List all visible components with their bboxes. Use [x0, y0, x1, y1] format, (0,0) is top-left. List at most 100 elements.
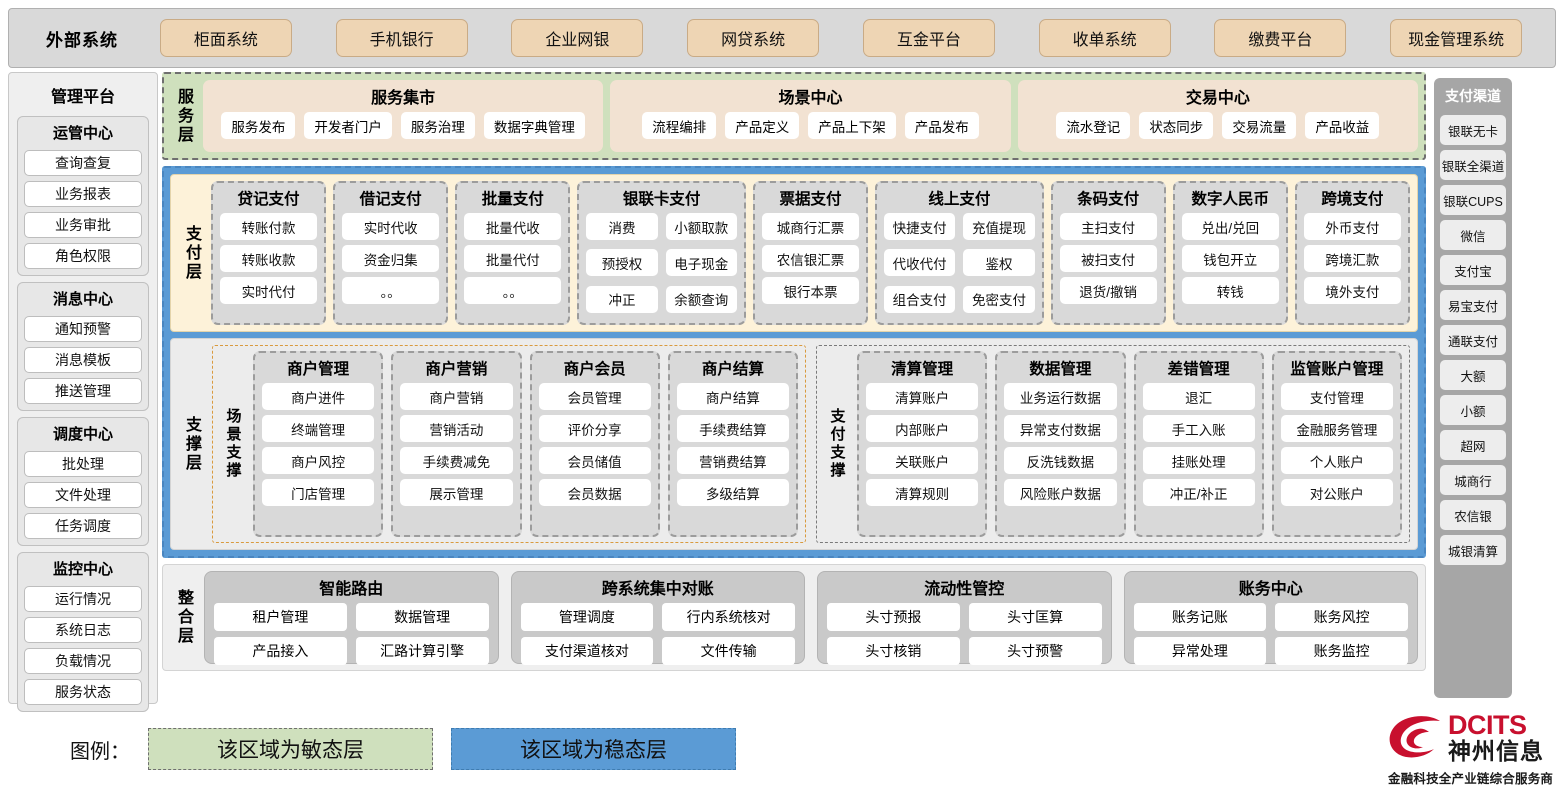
payment-channel-item[interactable]: 城商行: [1440, 465, 1506, 495]
payment-channel-item[interactable]: 通联支付: [1440, 325, 1506, 355]
integration-item[interactable]: 账务监控: [1275, 637, 1408, 665]
payment-item[interactable]: 外币支付: [1303, 213, 1401, 240]
external-system-chip[interactable]: 互金平台: [862, 19, 995, 57]
support-item[interactable]: 关联账户: [866, 447, 979, 474]
integration-item[interactable]: 汇路计算引擎: [355, 637, 489, 665]
integration-item[interactable]: 账务风控: [1275, 603, 1408, 631]
external-system-chip[interactable]: 缴费平台: [1214, 19, 1347, 57]
payment-channel-item[interactable]: 大额: [1440, 360, 1506, 390]
payment-item[interactable]: 兑出/兑回: [1181, 213, 1279, 240]
integration-item[interactable]: 行内系统核对: [662, 603, 795, 631]
payment-item[interactable]: 实时代收: [342, 213, 440, 240]
payment-item[interactable]: 组合支付: [884, 285, 956, 313]
service-item[interactable]: 产品上下架: [808, 112, 896, 139]
payment-item[interactable]: 主扫支付: [1059, 213, 1157, 240]
management-item[interactable]: 任务调度: [24, 513, 142, 539]
service-item[interactable]: 产品定义: [725, 112, 800, 139]
payment-item[interactable]: 电子现金: [665, 249, 737, 277]
support-item[interactable]: 营销活动: [400, 415, 513, 442]
payment-item[interactable]: 批量代收: [464, 213, 562, 240]
integration-item[interactable]: 管理调度: [520, 603, 654, 631]
management-item[interactable]: 消息模板: [24, 347, 142, 373]
payment-item[interactable]: 资金归集: [342, 245, 440, 272]
support-item[interactable]: 营销费结算: [676, 447, 789, 474]
service-item[interactable]: 服务发布: [221, 112, 296, 139]
payment-channel-item[interactable]: 银联全渠道: [1440, 150, 1506, 180]
payment-channel-item[interactable]: 农信银: [1440, 500, 1506, 530]
support-item[interactable]: 评价分享: [538, 415, 651, 442]
management-item[interactable]: 运行情况: [24, 586, 142, 612]
payment-item[interactable]: 批量代付: [464, 245, 562, 272]
management-item[interactable]: 推送管理: [24, 378, 142, 404]
support-item[interactable]: 支付管理: [1280, 383, 1393, 410]
payment-item[interactable]: 。。: [464, 277, 562, 304]
integration-item[interactable]: 异常处理: [1133, 637, 1267, 665]
service-item[interactable]: 状态同步: [1139, 112, 1214, 139]
support-item[interactable]: 手续费结算: [676, 415, 789, 442]
payment-channel-item[interactable]: 城银清算: [1440, 535, 1506, 565]
integration-item[interactable]: 头寸匡算: [968, 603, 1102, 631]
support-item[interactable]: 清算规则: [866, 479, 979, 506]
payment-item[interactable]: 消费: [586, 213, 658, 240]
payment-item[interactable]: 转钱: [1181, 277, 1279, 304]
support-item[interactable]: 会员管理: [538, 383, 651, 410]
payment-channel-item[interactable]: 易宝支付: [1440, 290, 1506, 320]
support-item[interactable]: 挂账处理: [1142, 447, 1255, 474]
management-item[interactable]: 业务审批: [24, 212, 142, 238]
service-item[interactable]: 产品收益: [1305, 112, 1380, 139]
support-item[interactable]: 异常支付数据: [1004, 415, 1117, 442]
payment-item[interactable]: 。。: [342, 277, 440, 304]
payment-item[interactable]: 冲正: [586, 285, 658, 313]
management-item[interactable]: 负载情况: [24, 648, 142, 674]
integration-item[interactable]: 数据管理: [355, 603, 489, 631]
external-system-chip[interactable]: 柜面系统: [159, 19, 292, 57]
service-item[interactable]: 开发者门户: [304, 112, 392, 139]
payment-channel-item[interactable]: 微信: [1440, 220, 1506, 250]
support-item[interactable]: 清算账户: [866, 383, 979, 410]
service-item[interactable]: 产品发布: [904, 112, 979, 139]
support-item[interactable]: 风险账户数据: [1004, 479, 1117, 506]
management-item[interactable]: 通知预警: [24, 316, 142, 342]
support-item[interactable]: 商户进件: [262, 383, 375, 410]
payment-item[interactable]: 预授权: [586, 249, 658, 277]
integration-item[interactable]: 账务记账: [1133, 603, 1267, 631]
payment-item[interactable]: 银行本票: [761, 277, 860, 304]
payment-item[interactable]: 境外支付: [1303, 277, 1401, 304]
management-item[interactable]: 角色权限: [24, 243, 142, 269]
payment-item[interactable]: 鉴权: [963, 249, 1035, 277]
payment-item[interactable]: 充值提现: [963, 213, 1035, 240]
management-item[interactable]: 查询查复: [24, 150, 142, 176]
support-item[interactable]: 手续费减免: [400, 447, 513, 474]
payment-item[interactable]: 免密支付: [963, 285, 1035, 313]
support-item[interactable]: 对公账户: [1280, 479, 1393, 506]
service-item[interactable]: 服务治理: [400, 112, 475, 139]
payment-item[interactable]: 退货/撤销: [1059, 277, 1157, 304]
payment-item[interactable]: 小额取款: [665, 213, 737, 240]
support-item[interactable]: 会员数据: [538, 479, 651, 506]
payment-channel-item[interactable]: 超网: [1440, 430, 1506, 460]
payment-channel-item[interactable]: 支付宝: [1440, 255, 1506, 285]
integration-item[interactable]: 头寸预警: [968, 637, 1102, 665]
external-system-chip[interactable]: 网贷系统: [687, 19, 820, 57]
support-item[interactable]: 商户结算: [676, 383, 789, 410]
payment-item[interactable]: 被扫支付: [1059, 245, 1157, 272]
service-item[interactable]: 流程编排: [642, 112, 717, 139]
payment-item[interactable]: 快捷支付: [884, 213, 956, 240]
support-item[interactable]: 多级结算: [676, 479, 789, 506]
support-item[interactable]: 展示管理: [400, 479, 513, 506]
support-item[interactable]: 金融服务管理: [1280, 415, 1393, 442]
payment-item[interactable]: 钱包开立: [1181, 245, 1279, 272]
management-item[interactable]: 批处理: [24, 451, 142, 477]
support-item[interactable]: 冲正/补正: [1142, 479, 1255, 506]
payment-item[interactable]: 农信银汇票: [761, 245, 860, 272]
support-item[interactable]: 终端管理: [262, 415, 375, 442]
external-system-chip[interactable]: 现金管理系统: [1390, 19, 1523, 57]
integration-item[interactable]: 头寸核销: [827, 637, 960, 665]
management-item[interactable]: 系统日志: [24, 617, 142, 643]
integration-item[interactable]: 产品接入: [214, 637, 347, 665]
external-system-chip[interactable]: 收单系统: [1038, 19, 1171, 57]
support-item[interactable]: 手工入账: [1142, 415, 1255, 442]
integration-item[interactable]: 租户管理: [214, 603, 347, 631]
payment-item[interactable]: 代收代付: [884, 249, 956, 277]
payment-item[interactable]: 转账付款: [220, 213, 318, 240]
